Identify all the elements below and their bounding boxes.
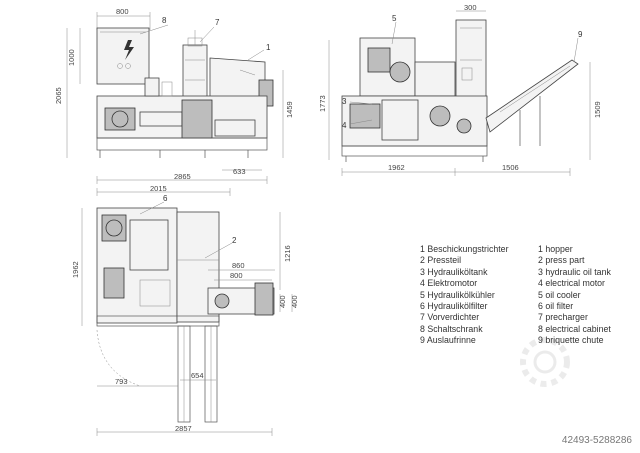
briquette-chute [485,59,579,133]
legend-row: 3 Hydrauliköltank 3 hydraulic oil tank [420,267,635,278]
callout-9: 9 [578,30,583,39]
dim-400-b: 400 [290,295,299,308]
front-view: 800 1000 2065 [54,7,294,184]
top-view: 2015 1962 1216 860 800 400 400 [71,184,299,436]
legend-de: 6 Hydraulikölfilter [420,301,488,312]
legend-en: 5 oil cooler [538,289,581,300]
callout-5: 5 [392,14,397,23]
dim-800: 800 [116,7,129,16]
legend-de: 9 Auslaufrinne [420,335,476,346]
callout-7: 7 [215,18,220,27]
dim-400-a: 400 [278,295,287,308]
dim-1773: 1773 [318,95,327,112]
legend-en: 9 briquette chute [538,335,604,346]
legend-de: 4 Elektromotor [420,278,478,289]
legend-de: 3 Hydrauliköltank [420,266,488,277]
legend-row: 4 Elektromotor 4 electrical motor [420,278,635,289]
legend-en: 2 press part [538,255,585,266]
dim-793: 793 [115,377,128,386]
lightning-icon [124,40,134,60]
callout-2: 2 [232,236,237,245]
callout-3: 3 [342,97,347,106]
legend-row: 8 Schaltschrank 8 electrical cabinet [420,324,635,335]
legend-row: 9 Auslaufrinne 9 briquette chute [420,335,635,346]
legend-en: 8 electrical cabinet [538,323,611,334]
dim-1216: 1216 [283,245,292,262]
legend-row: 2 Pressteil 2 press part [420,255,635,266]
callout-4: 4 [342,121,347,130]
dim-860: 860 [232,261,245,270]
legend-de: 5 Hydraulikölkühler [420,289,495,300]
parts-legend: 1 Beschickungstrichter 1 hopper 2 Presste… [420,244,635,347]
dim-2015: 2015 [150,184,167,193]
dim-1459: 1459 [285,101,294,118]
dim-1962-side: 1962 [388,163,405,172]
dim-2857: 2857 [175,424,192,433]
legend-row: 7 Vorverdichter 7 precharger [420,312,635,323]
legend-de: 7 Vorverdichter [420,312,480,323]
dim-800-top: 800 [230,271,243,280]
reference-id: 42493-5288286 [561,435,632,446]
legend-en: 1 hopper [538,244,573,254]
electrical-cabinet [96,27,150,85]
legend-row: 6 Hydraulikölfilter 6 oil filter [420,301,635,312]
legend-de: 1 Beschickungstrichter [420,244,509,254]
legend-en: 6 oil filter [538,301,574,312]
dim-2865: 2865 [174,172,191,181]
dim-1509: 1509 [593,101,602,118]
dim-1506: 1506 [502,163,519,172]
legend-en: 3 hydraulic oil tank [538,266,611,277]
legend-row: 1 Beschickungstrichter 1 hopper [420,244,635,255]
legend-en: 4 electrical motor [538,278,605,289]
legend-de: 2 Pressteil [420,255,462,266]
dim-654: 654 [191,371,204,380]
callout-6: 6 [163,194,168,203]
dim-633: 633 [233,167,246,176]
callout-1: 1 [266,43,271,52]
dim-2065: 2065 [54,87,63,104]
legend-de: 8 Schaltschrank [420,323,483,334]
callout-8: 8 [162,16,167,25]
legend-row: 5 Hydraulikölkühler 5 oil cooler [420,290,635,301]
legend-en: 7 precharger [538,312,588,323]
dim-300: 300 [464,3,477,12]
dim-1962-top: 1962 [71,261,80,278]
dim-1000: 1000 [67,49,76,66]
side-view: 300 1773 1509 1962 [318,3,602,176]
gear-watermark-icon [520,337,570,387]
